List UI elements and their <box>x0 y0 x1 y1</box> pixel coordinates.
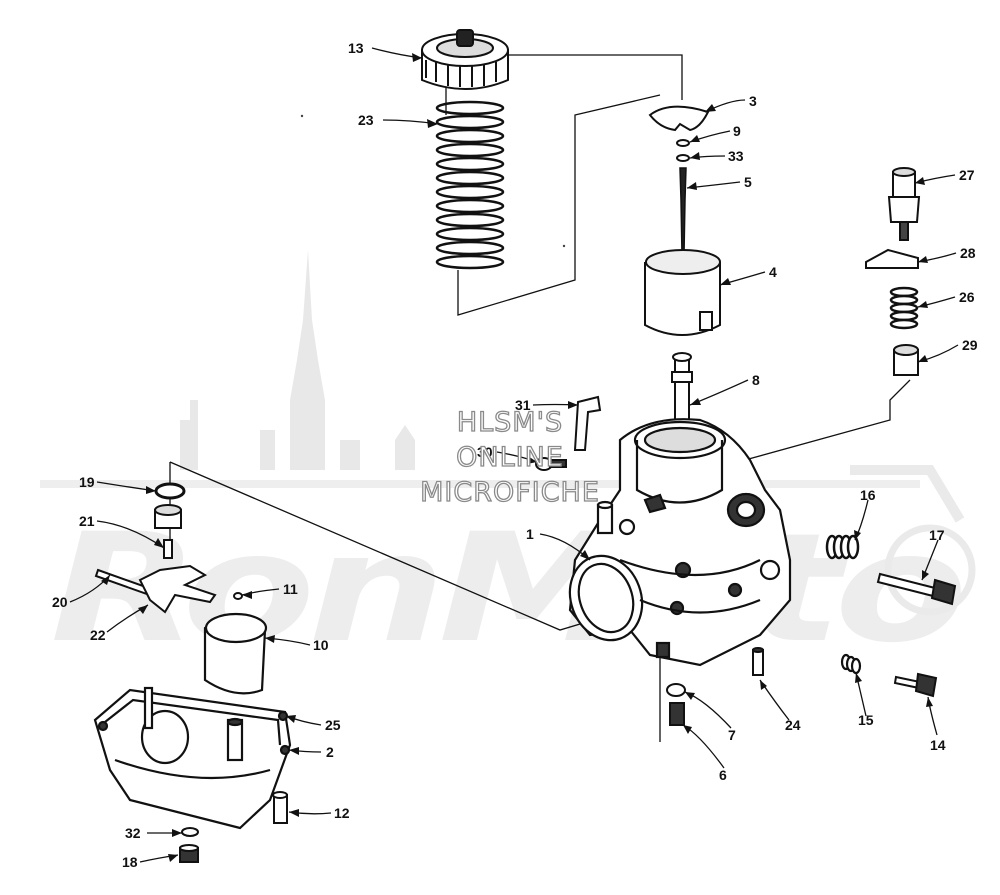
part-13-cap <box>421 29 509 90</box>
callout-30: 30 <box>477 444 493 460</box>
part-10-float <box>203 612 268 695</box>
part-17-screw <box>876 572 957 606</box>
callout-labels: 13 23 3 9 33 5 27 4 28 26 29 8 31 30 19 … <box>52 40 978 870</box>
leader-arrowheads <box>101 53 933 862</box>
part-27-screw <box>887 167 921 241</box>
callout-25: 25 <box>325 717 341 733</box>
callout-14: 14 <box>930 737 946 753</box>
part-29-cap <box>893 344 919 376</box>
callout-5: 5 <box>744 174 752 190</box>
part-30-screw <box>535 457 567 471</box>
watermark-line-3: MICROFICHE <box>419 476 600 508</box>
part-2-float-bowl <box>93 686 292 830</box>
callout-15: 15 <box>858 712 874 728</box>
callout-17: 17 <box>929 527 945 543</box>
part-26-spring <box>889 286 919 330</box>
part-23-spring <box>435 100 505 270</box>
callout-1: 1 <box>526 526 534 542</box>
part-12-screw <box>272 791 288 824</box>
part-16-spring <box>825 534 860 560</box>
callout-16: 16 <box>860 487 876 503</box>
part-24-jet <box>752 647 764 676</box>
part-14-screw <box>893 672 938 698</box>
scan-dot <box>562 244 566 248</box>
watermark-logo-text: RonMoto <box>50 502 961 676</box>
callout-3: 3 <box>749 93 757 109</box>
part-31-bracket <box>573 395 602 451</box>
watermark-line-1: HLSM'S <box>456 406 564 438</box>
callout-28: 28 <box>960 245 976 261</box>
callout-19: 19 <box>79 474 95 490</box>
callout-22: 22 <box>90 627 106 643</box>
callout-31: 31 <box>515 397 531 413</box>
callout-4: 4 <box>769 264 777 280</box>
part-22-float-arm <box>138 564 217 614</box>
callout-24: 24 <box>785 717 801 733</box>
callout-10: 10 <box>313 637 329 653</box>
part-11-pin <box>233 592 243 600</box>
watermark-text: HLSM'S ONLINE MICROFICHE <box>380 405 640 510</box>
callout-8: 8 <box>752 372 760 388</box>
callout-29: 29 <box>962 337 978 353</box>
callout-9: 9 <box>733 123 741 139</box>
part-6-jet <box>669 702 685 726</box>
callout-18: 18 <box>122 854 138 870</box>
part-28-plate <box>865 248 919 269</box>
part-33-washer <box>676 154 690 162</box>
scan-dot <box>300 114 304 118</box>
callout-32: 32 <box>125 825 141 841</box>
callout-7: 7 <box>728 727 736 743</box>
callout-21: 21 <box>79 513 95 529</box>
callout-23: 23 <box>358 112 374 128</box>
part-4-slide <box>644 249 721 336</box>
watermark-line-2: ONLINE <box>455 441 564 473</box>
callout-26: 26 <box>959 289 975 305</box>
callout-11: 11 <box>283 581 298 597</box>
part-9-clip <box>676 139 690 147</box>
part-19-oring <box>154 482 186 500</box>
part-1-carburetor-body <box>568 418 792 667</box>
callout-6: 6 <box>719 767 727 783</box>
callout-20: 20 <box>52 594 68 610</box>
callout-33: 33 <box>728 148 744 164</box>
callout-13: 13 <box>348 40 364 56</box>
part-5-needle <box>679 167 687 256</box>
callout-2: 2 <box>326 744 334 760</box>
watermark-logo: RonMoto <box>40 250 976 676</box>
part-32-washer <box>181 827 199 837</box>
part-7-washer <box>666 683 686 697</box>
callout-12: 12 <box>334 805 350 821</box>
part-18-plug <box>179 844 199 863</box>
part-3-plate <box>648 105 710 132</box>
part-21-valve <box>154 504 182 559</box>
callout-27: 27 <box>959 167 975 183</box>
